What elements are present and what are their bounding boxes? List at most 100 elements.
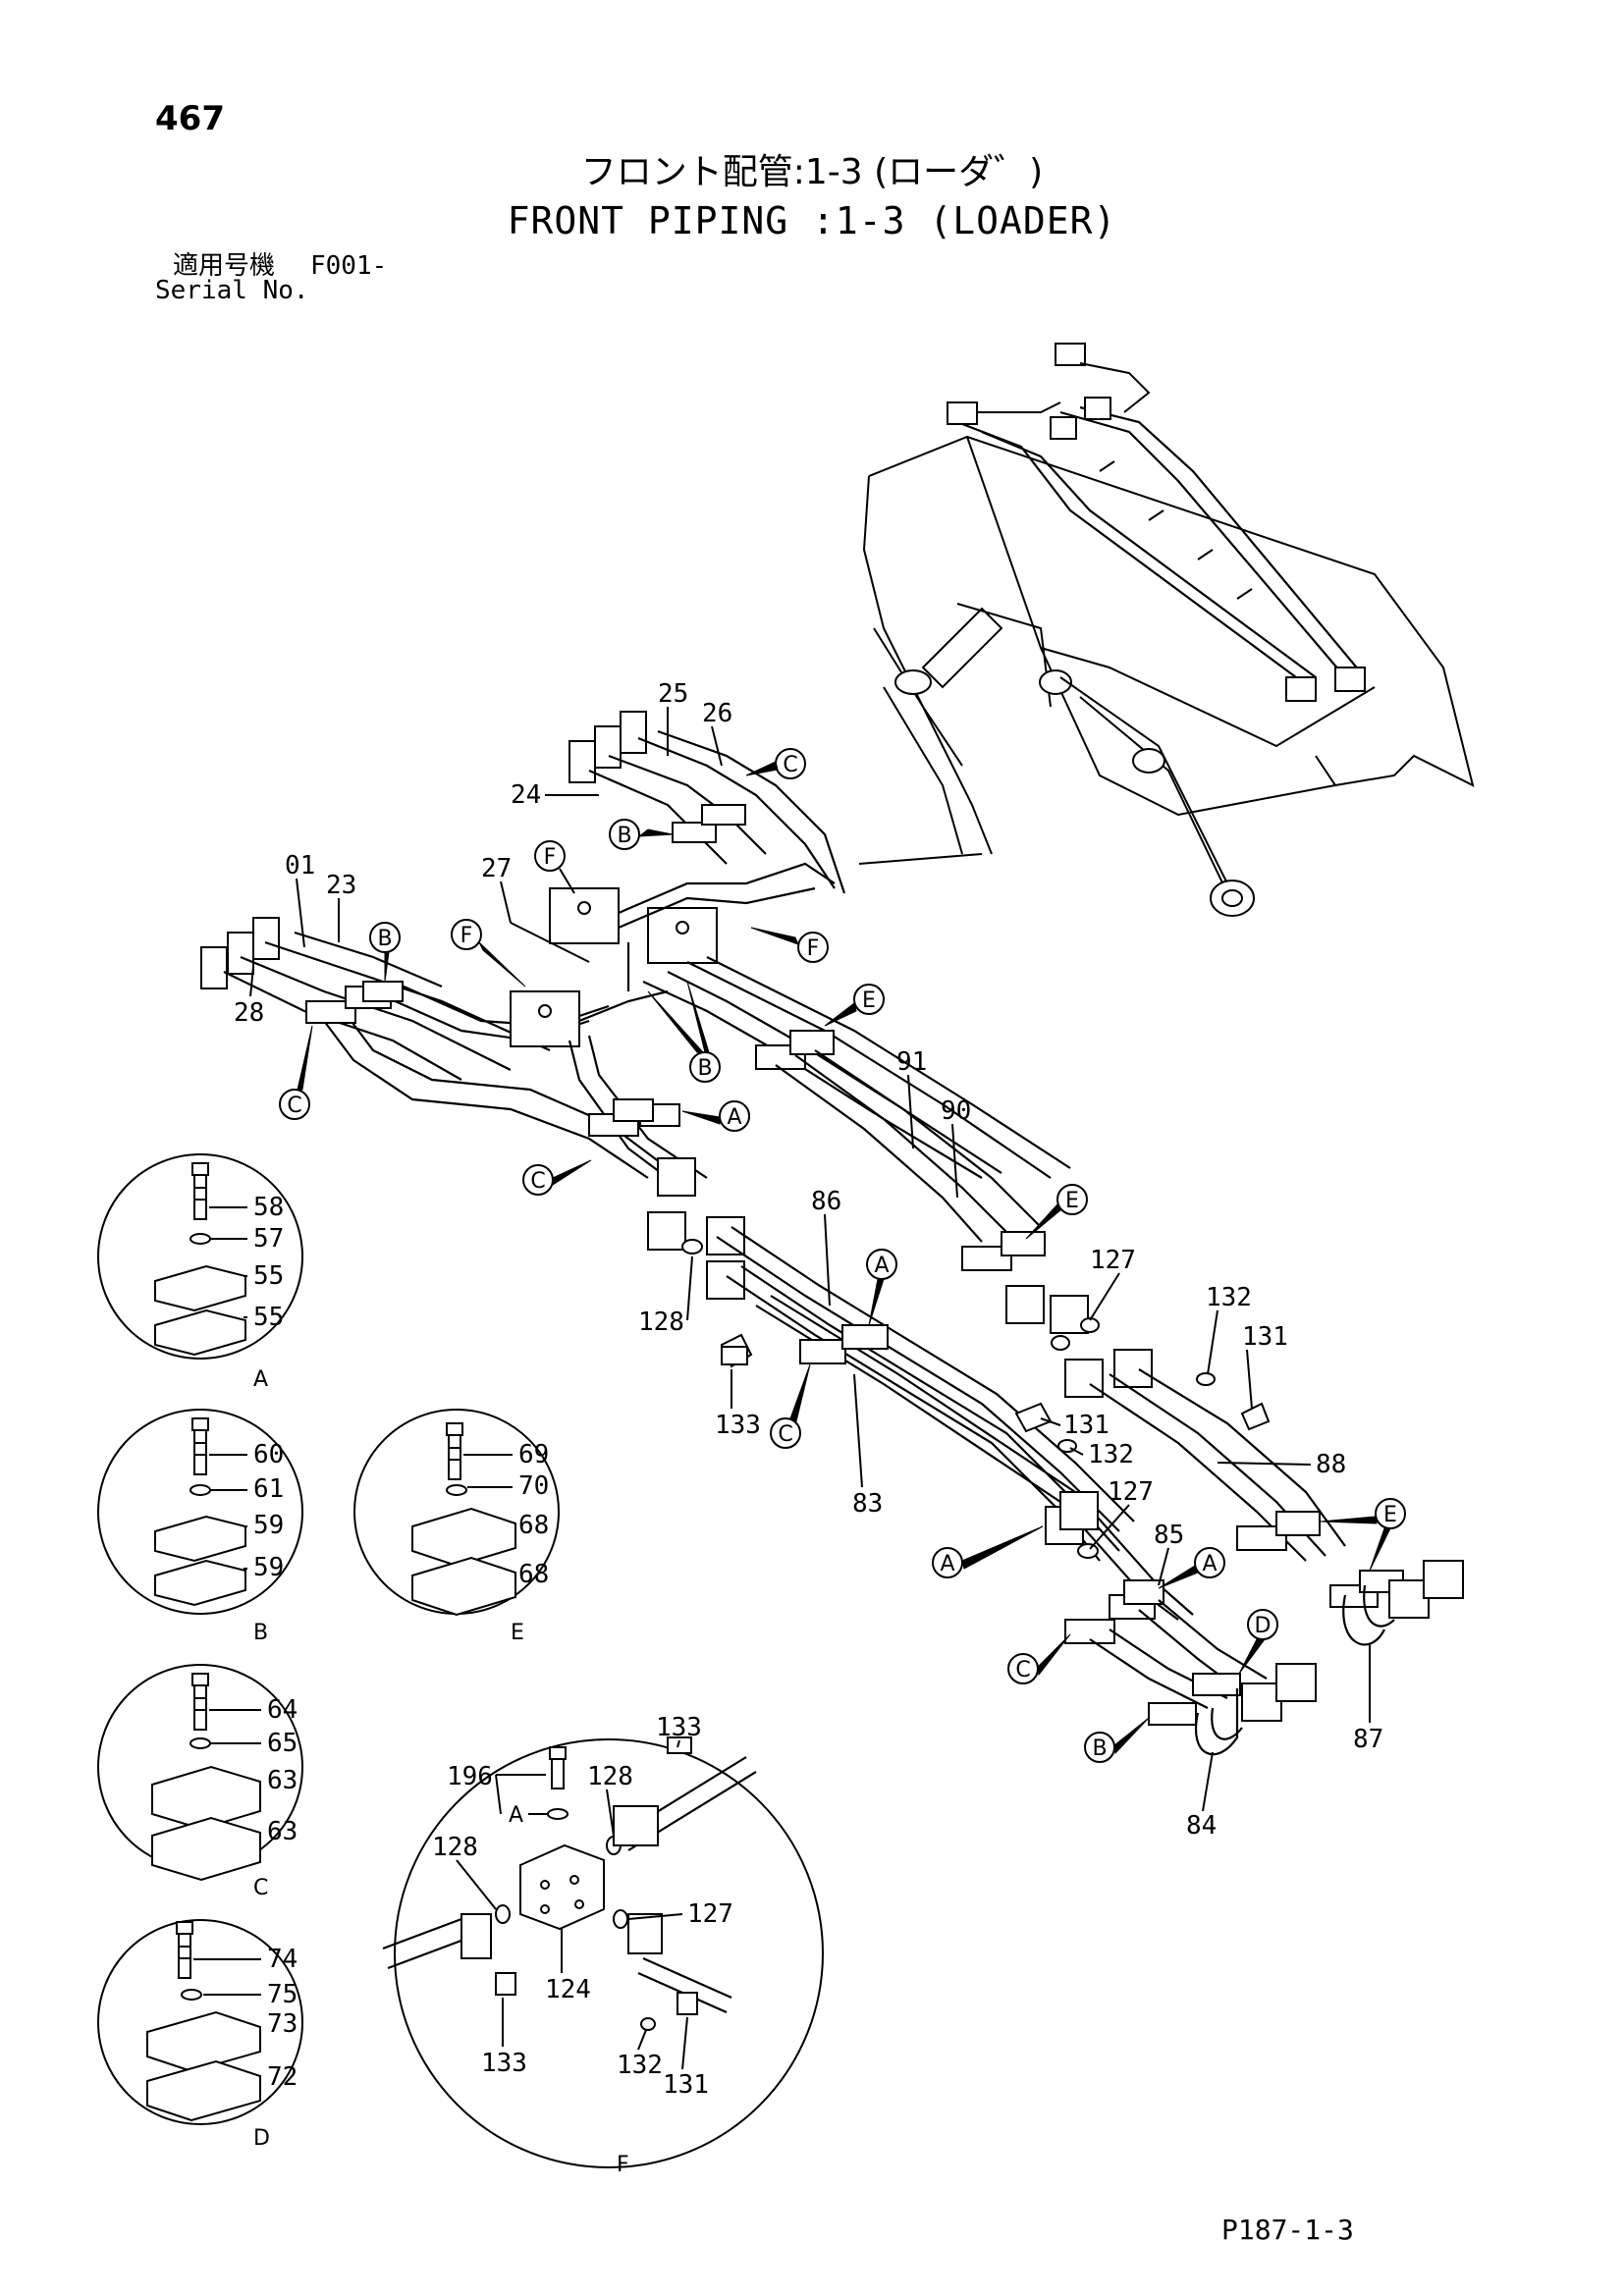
detail-d: 74 75 73 72 D: [97, 1919, 303, 2151]
bubble-f-2: F: [750, 927, 829, 963]
svg-text:A: A: [727, 1105, 741, 1130]
svg-text:F: F: [544, 845, 557, 870]
page-code: P187-1-3: [1221, 2214, 1354, 2246]
callout-127-a: 127: [1090, 1246, 1136, 1275]
svg-text:E: E: [1065, 1189, 1079, 1213]
svg-text:133: 133: [481, 2049, 527, 2078]
bubble-c-5: C: [1007, 1633, 1071, 1684]
svg-text:74: 74: [267, 1945, 298, 1974]
svg-text:A: A: [1202, 1552, 1217, 1576]
callout-127-b: 127: [1108, 1477, 1154, 1507]
bubble-b-3: B: [647, 981, 721, 1083]
callout-24: 24: [511, 780, 541, 810]
svg-text:C: C: [778, 1422, 792, 1447]
svg-text:69: 69: [518, 1440, 549, 1469]
serial-label-japanese: 適用号機: [173, 251, 276, 281]
bubble-f-3: F: [451, 919, 526, 988]
svg-text:B: B: [697, 1056, 712, 1081]
callout-26: 26: [702, 699, 732, 728]
svg-text:F: F: [460, 924, 473, 948]
svg-text:A: A: [253, 1367, 268, 1392]
bubble-a-4: A: [1158, 1547, 1225, 1589]
callout-87: 87: [1353, 1725, 1383, 1754]
svg-text:A: A: [874, 1254, 889, 1278]
page-title-japanese: フロント配管:1-3 (ローダ゛): [580, 152, 1044, 192]
svg-text:58: 58: [253, 1193, 284, 1222]
callout-01: 01: [285, 851, 315, 881]
callout-86: 86: [811, 1187, 841, 1216]
callout-90: 90: [941, 1096, 971, 1126]
bubble-e: E: [824, 984, 885, 1027]
callout-83: 83: [852, 1489, 883, 1519]
svg-text:57: 57: [253, 1224, 284, 1254]
detail-c: 64 65 63 63 C: [97, 1664, 303, 1900]
bubble-c-4: C: [770, 1363, 811, 1449]
clamp-reference-bubbles: C B F F F B C B: [279, 748, 1406, 1763]
callout-133: 133: [715, 1411, 761, 1440]
svg-text:F: F: [807, 936, 820, 961]
bubble-f-1: F: [534, 840, 575, 894]
svg-text:72: 72: [267, 2062, 298, 2092]
svg-text:B: B: [377, 927, 392, 951]
svg-text:B: B: [1092, 1736, 1107, 1761]
bubble-b-2: B: [369, 922, 401, 983]
detail-f: 196 A 128 133 128 127 124 133 132 131 F: [382, 1713, 824, 2177]
callout-85: 85: [1154, 1521, 1184, 1550]
svg-text:E: E: [862, 988, 876, 1013]
bubble-c-2: C: [279, 1025, 313, 1120]
bubble-d: D: [1238, 1609, 1278, 1675]
svg-text:124: 124: [545, 1975, 591, 2004]
svg-text:55: 55: [253, 1303, 284, 1332]
serial-code: F001-: [310, 251, 388, 281]
svg-text:133: 133: [656, 1713, 702, 1742]
callout-128: 128: [638, 1308, 684, 1337]
bubble-e-2: E: [1025, 1184, 1088, 1240]
callout-131-b: 131: [1063, 1411, 1110, 1440]
callout-132-a: 132: [1206, 1283, 1252, 1312]
svg-text:61: 61: [253, 1474, 284, 1504]
svg-text:63: 63: [267, 1817, 298, 1846]
svg-text:64: 64: [267, 1695, 298, 1725]
bubble-e-3: E: [1320, 1498, 1406, 1572]
svg-text:128: 128: [587, 1762, 633, 1791]
svg-text:70: 70: [518, 1471, 549, 1501]
svg-text:C: C: [783, 753, 797, 777]
detail-e: 69 70 68 68 E: [353, 1409, 560, 1645]
callout-88: 88: [1316, 1450, 1346, 1479]
svg-text:55: 55: [253, 1261, 284, 1291]
bubble-a: A: [681, 1100, 750, 1132]
callout-91: 91: [896, 1047, 927, 1077]
callout-84: 84: [1186, 1811, 1217, 1841]
svg-text:A: A: [940, 1552, 954, 1576]
svg-text:C: C: [253, 1876, 268, 1900]
svg-text:128: 128: [432, 1833, 478, 1862]
part-callouts: 01 23 28 27 25 26 24 91 90 86 83 127 128…: [234, 679, 1383, 1841]
bubble-c: C: [745, 748, 806, 779]
svg-text:F: F: [617, 2153, 629, 2177]
bubble-b: B: [609, 819, 674, 850]
svg-text:68: 68: [518, 1511, 549, 1540]
page-number: 467: [155, 99, 225, 138]
detail-b: 60 61 59 59 B: [97, 1409, 303, 1645]
svg-text:E: E: [1383, 1503, 1397, 1527]
bubble-a-3: A: [932, 1525, 1044, 1578]
svg-text:D: D: [1255, 1614, 1272, 1638]
boom-illustration: [858, 343, 1475, 917]
svg-text:B: B: [617, 824, 631, 848]
bubble-a-2: A: [866, 1249, 897, 1326]
bubble-c-3: C: [522, 1159, 592, 1196]
callout-27: 27: [481, 854, 512, 883]
svg-text:59: 59: [253, 1553, 284, 1582]
svg-text:D: D: [253, 2126, 270, 2151]
svg-text:60: 60: [253, 1440, 284, 1469]
callout-25: 25: [658, 679, 688, 709]
svg-text:C: C: [530, 1169, 545, 1194]
svg-text:A: A: [509, 1803, 523, 1828]
svg-text:73: 73: [267, 2009, 298, 2039]
svg-text:59: 59: [253, 1511, 284, 1540]
svg-text:127: 127: [687, 1899, 733, 1929]
svg-text:E: E: [511, 1621, 524, 1645]
callout-23: 23: [326, 871, 356, 900]
svg-text:63: 63: [267, 1766, 298, 1795]
